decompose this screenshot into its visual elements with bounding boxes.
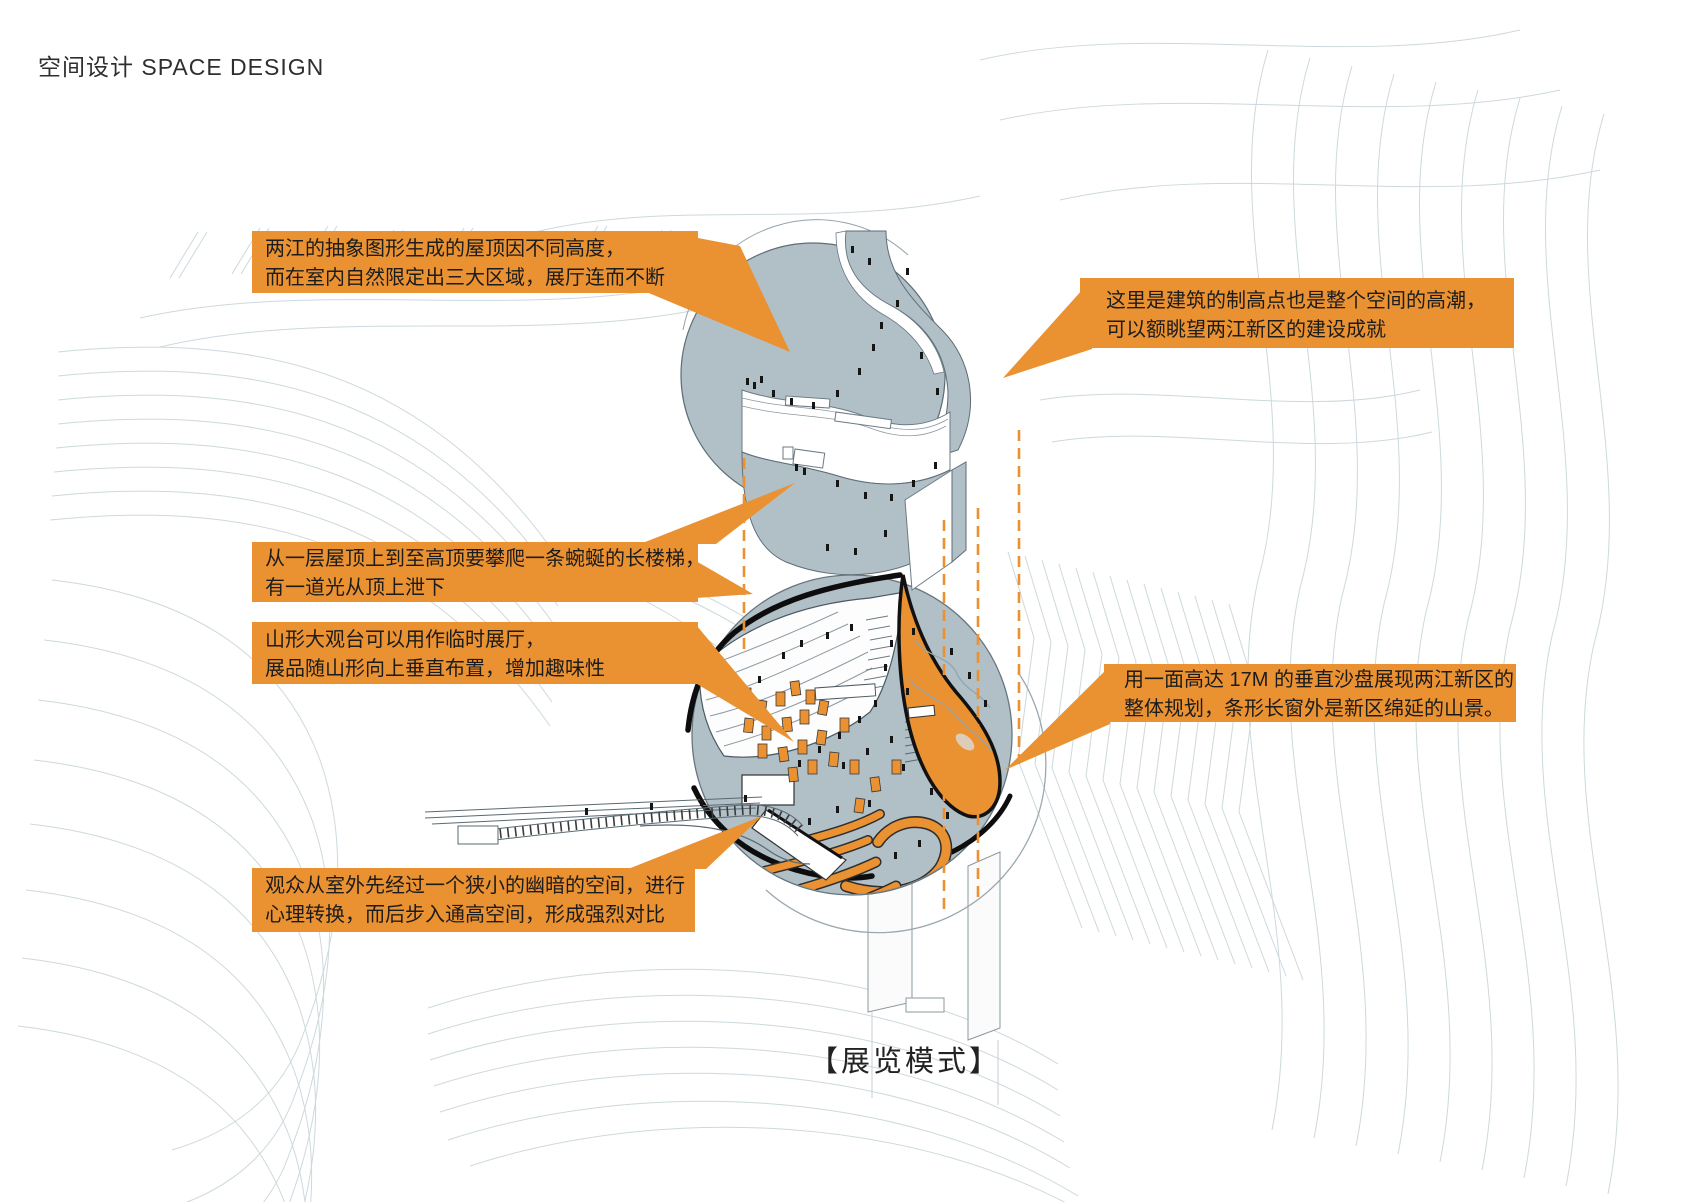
pointer-light-shaft <box>696 561 753 598</box>
pointer-long-stair <box>640 483 795 544</box>
callout-mountain-gallery: 山形大观台可以用作临时展厅， 展品随山形向上垂直布置，增加趣味性 <box>252 622 698 684</box>
level-connector-dashed-lines <box>742 430 1021 912</box>
callout-line: 山形大观台可以用作临时展厅， <box>265 629 545 651</box>
support-pillars <box>867 851 1001 1105</box>
callout-roof-zones: 两江的抽象图形生成的屋顶因不同高度， 而在室内自然限定出三大区域，展厅连而不断 <box>252 231 698 293</box>
entry-bridge <box>424 795 811 865</box>
bridge-railing <box>461 804 804 843</box>
vertical-sand-table <box>897 574 1002 819</box>
callout-sand-table: 用一面高达 17M 的垂直沙盘展现两江新区的 整体规划，条形长窗外是新区绵延的山… <box>1104 664 1516 722</box>
pointer-highest-point <box>1003 279 1092 378</box>
page-title: 空间设计 SPACE DESIGN <box>38 54 325 80</box>
callout-line: 两江的抽象图形生成的屋顶因不同高度， <box>265 238 625 260</box>
entrance-pavilion <box>741 774 847 881</box>
bench <box>814 683 877 701</box>
callout-line: 从一层屋顶上到至高顶要攀爬一条蜿蜒的长楼梯， <box>265 548 705 570</box>
callout-entry-sequence: 观众从室外先经过一个狭小的幽暗的空间，进行 心理转换，而后步入通高空间，形成强烈… <box>252 868 695 932</box>
callout-line: 而在室内自然限定出三大区域，展厅连而不断 <box>265 267 665 289</box>
pointer-entry-sequence <box>628 816 762 869</box>
callout-line: 观众从室外先经过一个狭小的幽暗的空间，进行 <box>265 875 685 897</box>
callout-line: 整体规划，条形长窗外是新区绵延的山景。 <box>1124 698 1504 720</box>
callout-line: 可以额眺望两江新区的建设成就 <box>1106 319 1386 341</box>
callout-line: 有一道光从顶上泄下 <box>265 577 445 599</box>
callout-highest-point: 这里是建筑的制高点也是整个空间的高潮， 可以额眺望两江新区的建设成就 <box>1080 278 1514 348</box>
callout-line: 心理转换，而后步入通高空间，形成强烈对比 <box>265 904 665 926</box>
callout-pointers <box>628 238 1110 869</box>
diagram-caption: 【展览模式】 <box>808 1046 1001 1078</box>
callout-line: 用一面高达 17M 的垂直沙盘展现两江新区的 <box>1124 669 1515 691</box>
callout-line: 这里是建筑的制高点也是整个空间的高潮， <box>1106 290 1486 312</box>
bench <box>907 704 936 719</box>
callout-line: 展品随山形向上垂直布置，增加趣味性 <box>265 658 605 680</box>
terrace-stair <box>861 615 893 691</box>
pointer-mountain-gallery <box>697 626 794 742</box>
callout-long-stair: 从一层屋顶上到至高顶要攀爬一条蜿蜒的长楼梯， 有一道光从顶上泄下 <box>252 542 705 602</box>
pointer-sand-table <box>1005 666 1110 770</box>
